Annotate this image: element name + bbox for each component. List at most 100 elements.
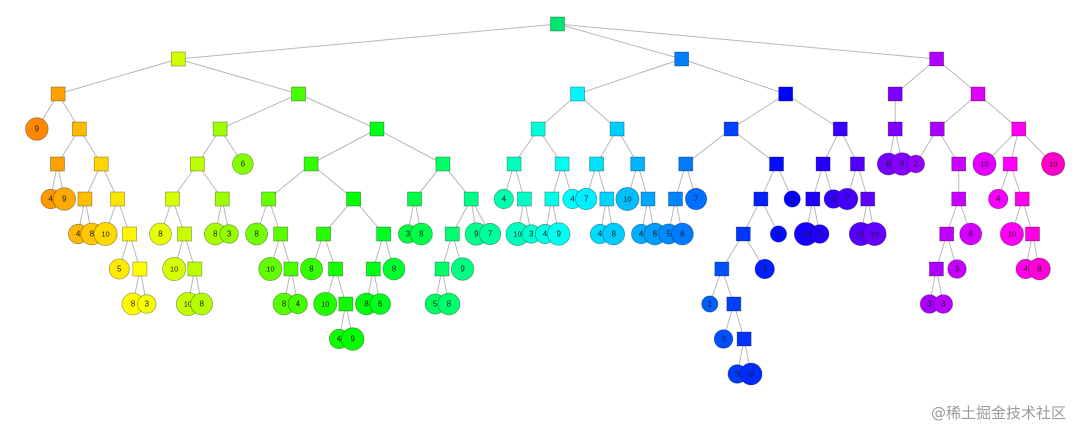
branch-node [1002, 156, 1018, 172]
leaf-value-label: 8 [969, 230, 974, 239]
branch-node [939, 226, 955, 242]
leaf-value-label: 9 [35, 125, 40, 134]
branch-node [214, 191, 230, 207]
leaf-node: 5 [108, 258, 130, 280]
leaf-circle [713, 329, 734, 349]
leaf-node: 4 [287, 293, 308, 315]
leaf-node: 3 [137, 294, 157, 314]
tree-edge [730, 93, 786, 130]
leaf-value-label: 9 [460, 265, 465, 274]
leaf-circle [52, 187, 77, 211]
leaf-node: 1 [701, 295, 719, 313]
branch-node [407, 191, 422, 207]
leaf-circle [369, 293, 392, 315]
leaf-node: 7 [836, 187, 859, 211]
leaf-node: 10 [162, 256, 187, 281]
leaf-circle [947, 259, 967, 279]
leaf-node: 10 [615, 186, 640, 211]
leaf-circle [701, 295, 719, 313]
branch-node [50, 86, 66, 102]
tree-edge [577, 58, 682, 95]
leaf-value-label: 1 [776, 230, 781, 239]
leaf-node: 1 [783, 190, 801, 208]
leaf-node: 8 [300, 257, 323, 281]
leaf-value-label: 8 [392, 265, 397, 274]
leaf-circle [933, 294, 953, 314]
leaf-value-label: 4 [996, 195, 1001, 204]
leaf-value-label: 1 [708, 300, 713, 309]
leaf-node: 8 [149, 222, 172, 246]
leaf-node: 3 [933, 294, 953, 314]
leaf-circle [988, 188, 1009, 210]
leaf-value-label: 8 [653, 230, 658, 239]
leaf-value-label: 8 [90, 230, 95, 239]
leaf-circle [232, 153, 254, 175]
tree-edge [219, 93, 299, 130]
leaf-value-label: 3 [955, 265, 960, 274]
tree-edge [557, 23, 937, 60]
branch-node [273, 226, 289, 242]
branch-node [887, 121, 903, 137]
tree-edge [310, 128, 378, 165]
leaf-circle [754, 258, 775, 280]
leaf-node: 10 [862, 221, 887, 246]
branch-node [850, 156, 865, 172]
branch-node [435, 156, 451, 172]
leaf-node: 8 [602, 222, 626, 246]
branch-node [187, 261, 203, 277]
branch-node [434, 261, 450, 277]
leaf-node: 10 [258, 256, 283, 281]
leaf-circle [162, 256, 187, 281]
leaf-node: 10 [1041, 151, 1066, 176]
branch-node [609, 121, 625, 137]
tree-edge [298, 93, 378, 130]
leaf-node: 9 [52, 187, 77, 211]
leaf-node: 9 [25, 117, 49, 141]
tree-edge [376, 128, 444, 165]
leaf-circle [437, 292, 461, 316]
tree-edge [557, 23, 682, 60]
leaf-value-label: 6 [378, 300, 383, 309]
branch-node [93, 156, 109, 172]
leaf-value-label: 10 [870, 230, 878, 239]
branch-node [736, 331, 752, 347]
tree-edge [178, 23, 558, 60]
branch-node [1014, 191, 1030, 207]
leaf-value-label: 8 [254, 230, 259, 239]
branch-node [1011, 121, 1027, 137]
branch-node [283, 261, 299, 277]
leaf-circle [478, 222, 502, 246]
leaf-value-label: 8 [447, 300, 452, 309]
leaf-circle [149, 222, 172, 246]
leaf-value-label: 3 [817, 230, 822, 239]
leaf-value-label: 7 [488, 230, 493, 239]
leaf-node: 8 [409, 222, 433, 246]
leaf-circle [450, 257, 475, 281]
leaf-node: 8 [437, 292, 461, 316]
leaf-value-label: 10 [980, 160, 988, 169]
branch-node [570, 86, 586, 102]
branch-node [815, 156, 831, 172]
branch-node [726, 296, 742, 312]
leaf-circle [190, 292, 214, 316]
leaf-circle [615, 186, 640, 211]
leaf-value-label: 3 [227, 230, 232, 239]
leaf-circle [836, 187, 859, 211]
leaf-value-label: 4 [598, 230, 603, 239]
leaf-value-label: 10 [184, 300, 192, 309]
leaf-value-label: 2 [914, 160, 919, 169]
branch-node [1025, 226, 1040, 242]
leaf-value-label: 9 [474, 230, 479, 239]
branch-node [832, 121, 848, 137]
leaf-value-label: 10 [513, 230, 521, 239]
tree-edge [730, 128, 777, 165]
branch-node [753, 191, 769, 207]
leaf-value-label: 3 [529, 230, 534, 239]
branch-node [77, 191, 93, 207]
leaf-node: 4 [493, 188, 514, 210]
leaf-node: 10 [93, 221, 118, 246]
leaf-circle [769, 225, 787, 243]
leaf-value-label: 8 [680, 230, 685, 239]
branch-node [122, 226, 137, 242]
branch-node [165, 191, 180, 207]
